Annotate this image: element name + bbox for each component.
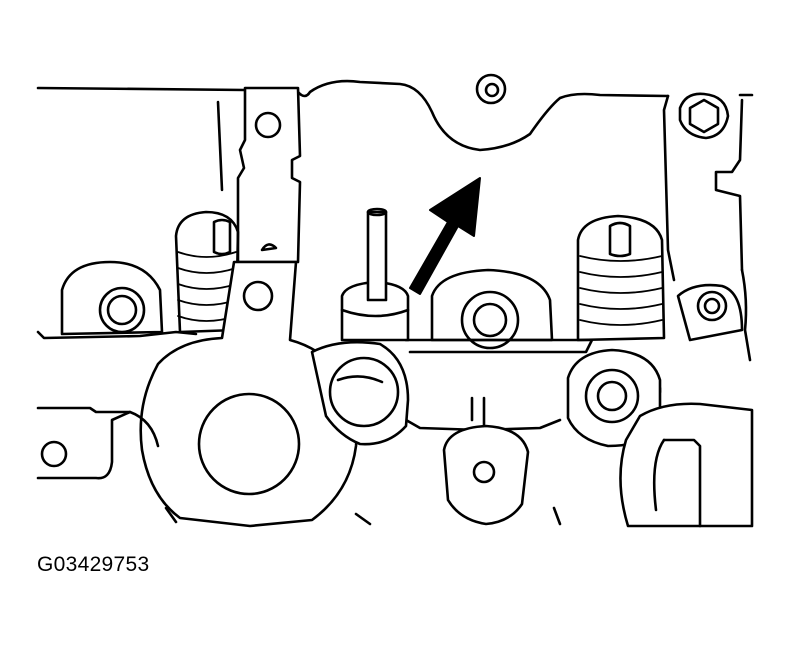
top-bolt-hole <box>475 73 507 105</box>
indicator-arrow <box>409 177 481 295</box>
bottom-edge <box>164 506 562 526</box>
figure-id-label: G03429753 <box>37 553 150 576</box>
boss-right <box>676 283 744 342</box>
boss-center <box>430 268 554 350</box>
valve-spring-right <box>576 214 666 342</box>
bore-center-left <box>310 340 410 446</box>
boss-bottom-center <box>442 424 530 526</box>
lower-left-body <box>36 410 160 480</box>
boss-left <box>60 260 164 336</box>
valve-stem-tool <box>340 207 410 342</box>
hex-bolt-top-right <box>678 92 730 140</box>
port-right <box>619 402 754 528</box>
rocker-bracket <box>236 86 302 264</box>
